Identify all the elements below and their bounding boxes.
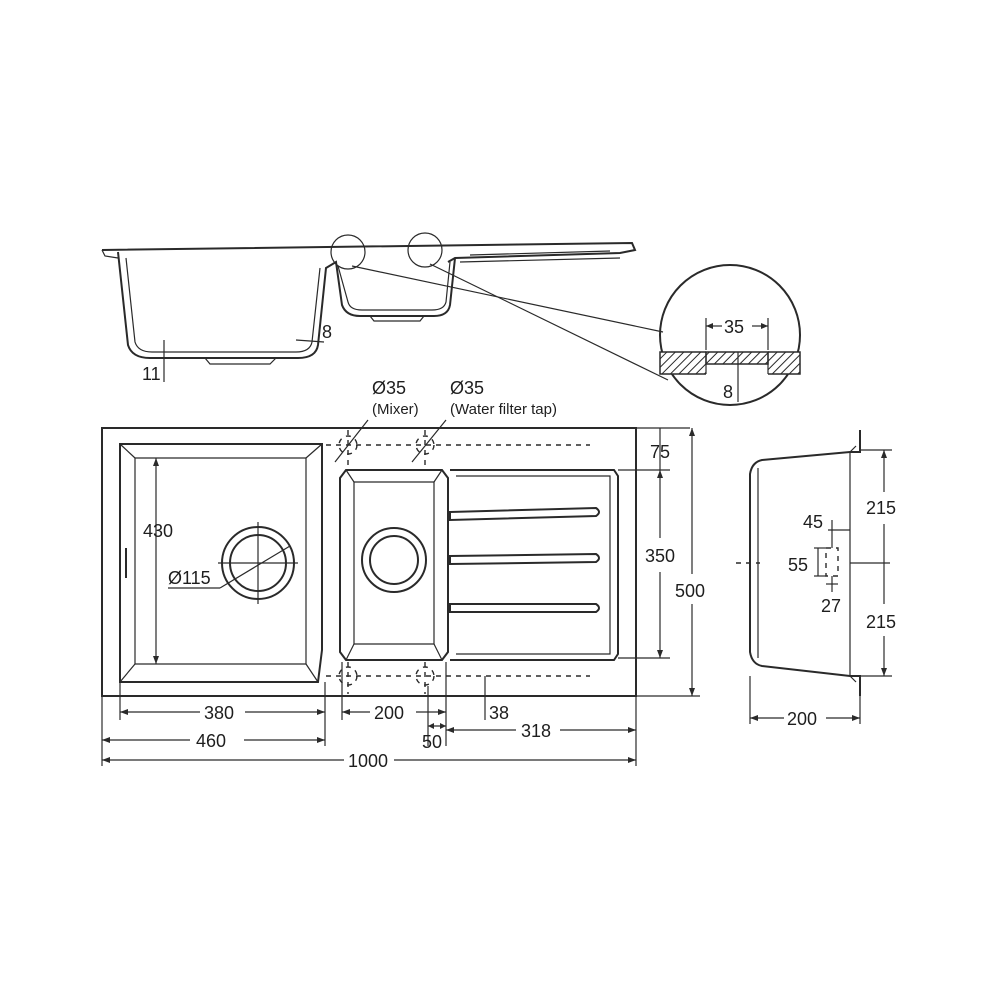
dim-215-bottom-label: 215 xyxy=(866,612,896,632)
dim-50-label: 50 xyxy=(422,732,442,752)
dim-500-label: 500 xyxy=(675,581,705,601)
dim-380-label: 380 xyxy=(204,703,234,723)
small-bowl xyxy=(339,469,449,661)
dim-35-detail-label: 35 xyxy=(724,317,744,337)
water-filter-tap-hole xyxy=(415,435,435,455)
large-bowl xyxy=(119,443,323,683)
mixer-tap-hole xyxy=(338,435,358,455)
dim-215-top-label: 215 xyxy=(866,498,896,518)
dim-45-label: 45 xyxy=(803,512,823,532)
dim-38-label: 38 xyxy=(489,703,509,723)
dim-8-detail-label: 8 xyxy=(723,382,733,402)
dim-350-label: 350 xyxy=(645,546,675,566)
dim-55-label: 55 xyxy=(788,555,808,575)
dim-1000-label: 1000 xyxy=(348,751,388,771)
dim-460-label: 460 xyxy=(196,731,226,751)
tap-hole-detail: 35 8 xyxy=(659,264,801,406)
dim-200-bowl-label: 200 xyxy=(374,703,404,723)
small-bowl-drain xyxy=(361,527,427,593)
side-elevation-view: 11 8 xyxy=(101,232,669,384)
dim-27-label: 27 xyxy=(821,596,841,616)
dim-318-label: 318 xyxy=(521,721,551,741)
filter-diameter-label: Ø35 xyxy=(450,378,484,398)
mixer-label: (Mixer) xyxy=(372,401,419,418)
end-section-view: 215 215 45 55 27 200 xyxy=(736,430,896,729)
plan-view: 430 Ø115 xyxy=(101,378,705,771)
dim-430-label: 430 xyxy=(143,521,173,541)
drainer-board xyxy=(449,469,619,661)
water-filter-label: (Water filter tap) xyxy=(450,401,557,418)
mixer-diameter-label: Ø35 xyxy=(372,378,406,398)
detail-circle-mixer xyxy=(330,234,366,270)
dim-11-label: 11 xyxy=(142,364,161,384)
dim-200-depth-label: 200 xyxy=(787,709,817,729)
dim-115-label: Ø115 xyxy=(168,568,211,588)
dim-8-side-label: 8 xyxy=(322,322,332,342)
detail-circle-filter xyxy=(407,232,443,268)
dim-75-label: 75 xyxy=(650,442,670,462)
side-tap-hole xyxy=(825,547,839,577)
